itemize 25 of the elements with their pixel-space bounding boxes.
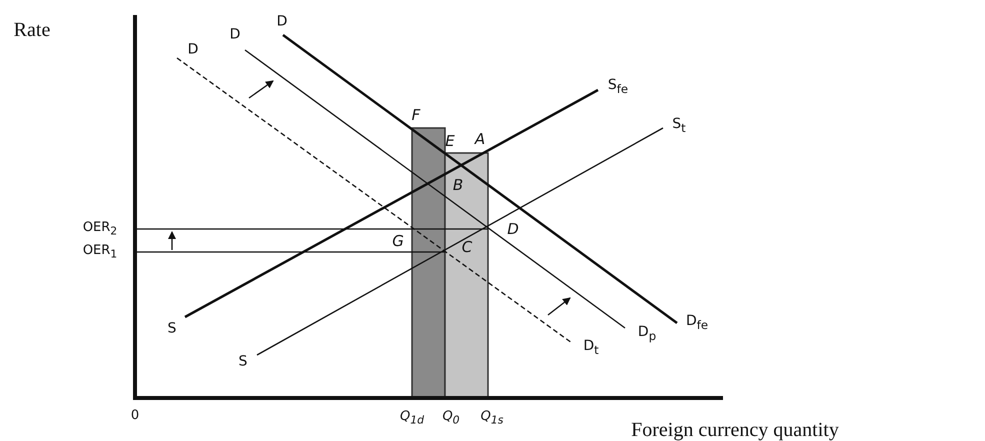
- tick-label: Q$_{1s}$: [480, 410, 504, 426]
- point-label: A: [474, 130, 486, 148]
- curve-label: D: [276, 14, 288, 30]
- curve-label: D$_{fe}$: [686, 314, 708, 332]
- point-label: F: [412, 106, 420, 124]
- curve-label: S$_{t}$: [672, 117, 686, 135]
- tick-label: Q$_{1d}$: [400, 410, 424, 426]
- curve-label: D$_{t}$: [583, 339, 599, 357]
- point-label: B: [452, 176, 464, 194]
- curve-label: S: [168, 321, 176, 337]
- point-label: G: [392, 232, 404, 250]
- point-label: C: [462, 238, 472, 256]
- axis-title: Foreign currency quantity: [631, 419, 839, 441]
- curve-label: S$_{fe}$: [608, 78, 628, 96]
- tick-label: Q$_{0}$: [442, 410, 460, 426]
- curve-label: D$_{p}$: [638, 325, 656, 343]
- curve-label: D: [230, 27, 240, 43]
- tick-label: OER$_{2}$: [82, 220, 118, 238]
- axis-title: Rate: [14, 19, 50, 41]
- curve-label: S: [238, 354, 248, 370]
- tick-label: OER$_{1}$: [82, 244, 118, 260]
- curve-label: D: [188, 42, 198, 58]
- point-label: D: [507, 220, 519, 238]
- origin-label: 0: [130, 408, 140, 424]
- point-label: E: [445, 132, 455, 150]
